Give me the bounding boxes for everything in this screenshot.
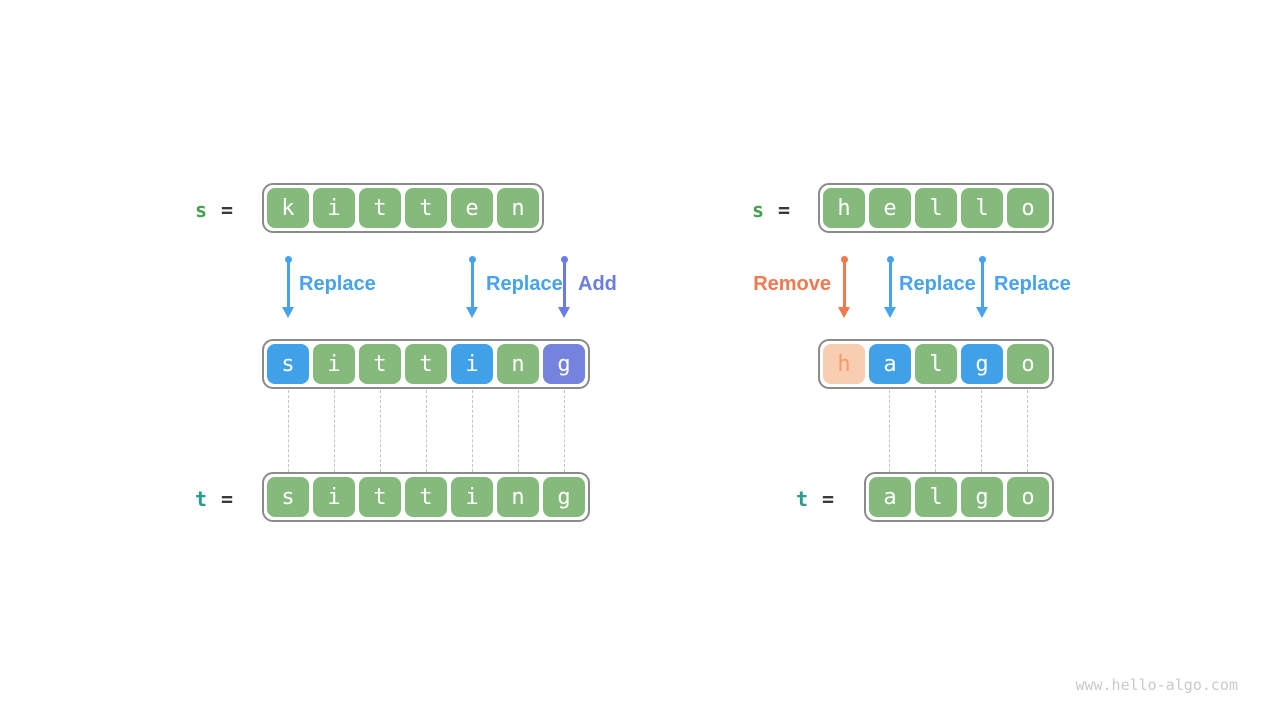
char-cell: l [915, 344, 957, 384]
right-result-string-strip: h a l g o [818, 339, 1054, 389]
arrow-head [838, 307, 850, 318]
replace-arrow-icon [465, 256, 479, 318]
equals-sign: = [221, 198, 234, 222]
arrow-dot [978, 256, 986, 263]
operation-label-replace: Replace [994, 273, 1071, 295]
var-s-label: s [752, 198, 765, 222]
replace-arrow-icon [975, 256, 989, 318]
char-cell: g [961, 344, 1003, 384]
operation-label-replace: Replace [299, 273, 376, 295]
replace-arrow-icon [281, 256, 295, 318]
mapping-dashed-line [334, 390, 335, 472]
mapping-dashed-line [889, 390, 890, 472]
left-target-var-label: t= [195, 486, 233, 512]
arrow-shaft [286, 262, 290, 308]
char-cell: t [359, 477, 401, 517]
arrow-dot [840, 256, 848, 263]
char-cell: n [497, 344, 539, 384]
char-cell: i [451, 344, 493, 384]
operation-label-add: Add [578, 273, 617, 295]
char-cell: n [497, 477, 539, 517]
var-t-label: t [195, 487, 208, 511]
arrow-dot [886, 256, 894, 263]
right-target-string-strip: a l g o [864, 472, 1054, 522]
arrow-shaft [842, 262, 846, 308]
mapping-dashed-line [935, 390, 936, 472]
char-cell: l [961, 188, 1003, 228]
char-cell: s [267, 344, 309, 384]
char-cell: k [267, 188, 309, 228]
arrow-dot [560, 256, 568, 263]
char-cell: t [359, 188, 401, 228]
char-cell: h [823, 344, 865, 384]
char-cell: s [267, 477, 309, 517]
arrow-shaft [470, 262, 474, 308]
operation-label-replace: Replace [899, 273, 976, 295]
var-t-label: t [796, 487, 809, 511]
equals-sign: = [822, 487, 835, 511]
char-cell: e [451, 188, 493, 228]
char-cell: h [823, 188, 865, 228]
mapping-dashed-line [981, 390, 982, 472]
operation-label-remove: Remove [753, 273, 831, 295]
arrow-head [884, 307, 896, 318]
left-source-string-strip: k i t t e n [262, 183, 544, 233]
char-cell: e [869, 188, 911, 228]
arrow-head [558, 307, 570, 318]
right-target-var-label: t= [796, 486, 834, 512]
char-cell: i [313, 344, 355, 384]
mapping-dashed-line [1027, 390, 1028, 472]
operation-label-replace: Replace [486, 273, 563, 295]
left-target-string-strip: s i t t i n g [262, 472, 590, 522]
mapping-dashed-line [472, 390, 473, 472]
var-s-label: s [195, 198, 208, 222]
char-cell: t [405, 188, 447, 228]
char-cell: o [1007, 477, 1049, 517]
add-arrow-icon [557, 256, 571, 318]
mapping-dashed-line [426, 390, 427, 472]
replace-arrow-icon [883, 256, 897, 318]
char-cell: l [915, 477, 957, 517]
char-cell: n [497, 188, 539, 228]
left-source-var-label: s= [195, 197, 233, 223]
char-cell: o [1007, 188, 1049, 228]
char-cell: t [359, 344, 401, 384]
mapping-dashed-line [380, 390, 381, 472]
char-cell: g [961, 477, 1003, 517]
arrow-head [976, 307, 988, 318]
char-cell: g [543, 477, 585, 517]
arrow-shaft [980, 262, 984, 308]
remove-arrow-icon [837, 256, 851, 318]
mapping-dashed-line [518, 390, 519, 472]
arrow-head [466, 307, 478, 318]
char-cell: i [313, 477, 355, 517]
arrow-head [282, 307, 294, 318]
equals-sign: = [221, 487, 234, 511]
arrow-dot [284, 256, 292, 263]
char-cell: i [451, 477, 493, 517]
char-cell: i [313, 188, 355, 228]
char-cell: a [869, 477, 911, 517]
right-source-string-strip: h e l l o [818, 183, 1054, 233]
equals-sign: = [778, 198, 791, 222]
mapping-dashed-line [288, 390, 289, 472]
char-cell: l [915, 188, 957, 228]
char-cell: a [869, 344, 911, 384]
site-watermark: www.hello-algo.com [1075, 676, 1238, 694]
char-cell: o [1007, 344, 1049, 384]
arrow-dot [468, 256, 476, 263]
arrow-shaft [888, 262, 892, 308]
char-cell: g [543, 344, 585, 384]
char-cell: t [405, 344, 447, 384]
right-source-var-label: s= [752, 197, 790, 223]
left-result-string-strip: s i t t i n g [262, 339, 590, 389]
mapping-dashed-line [564, 390, 565, 472]
char-cell: t [405, 477, 447, 517]
arrow-shaft [562, 262, 566, 308]
